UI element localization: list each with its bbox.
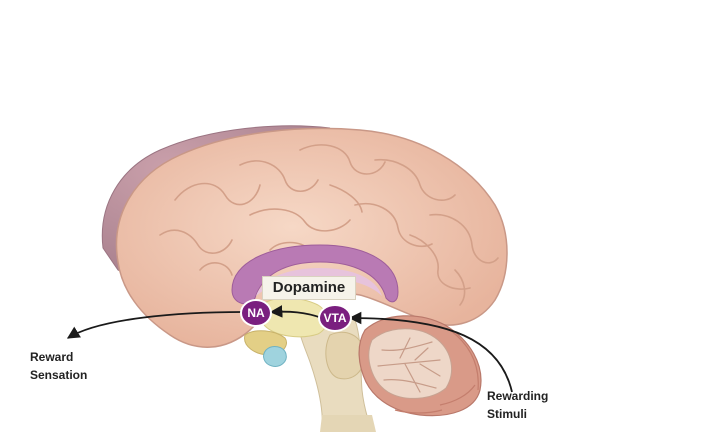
na-node: NA (240, 299, 272, 327)
dopamine-label: Dopamine (272, 279, 346, 296)
cortex-gyri (159, 144, 499, 306)
arrow-stimuli-to-vta (348, 311, 513, 393)
cerebral-cortex (115, 127, 508, 348)
reward-sensation-line1: Reward (30, 350, 74, 364)
spinal-cord (320, 415, 376, 432)
arbor-vitae-branches (377, 337, 441, 393)
rewarding-stimuli-line2: Stimuli (487, 407, 528, 421)
vta-node: VTA (318, 304, 352, 332)
pituitary (263, 346, 287, 367)
cerebellum-arbor (368, 328, 453, 399)
cerebellum-folia (394, 329, 479, 414)
ventricle (256, 268, 382, 296)
rewarding-stimuli-label: Rewarding Stimuli (487, 387, 548, 423)
corpus-callosum (231, 244, 399, 305)
pons (325, 331, 365, 380)
arrow-na-to-reward-sensation (66, 311, 244, 339)
dopamine-label-box (262, 276, 356, 300)
arrow-vta-to-na (269, 305, 323, 319)
rewarding-stimuli-line1: Rewarding (487, 389, 549, 403)
reward-sensation-label: Reward Sensation (30, 348, 87, 384)
reward-sensation-line2: Sensation (30, 368, 88, 382)
